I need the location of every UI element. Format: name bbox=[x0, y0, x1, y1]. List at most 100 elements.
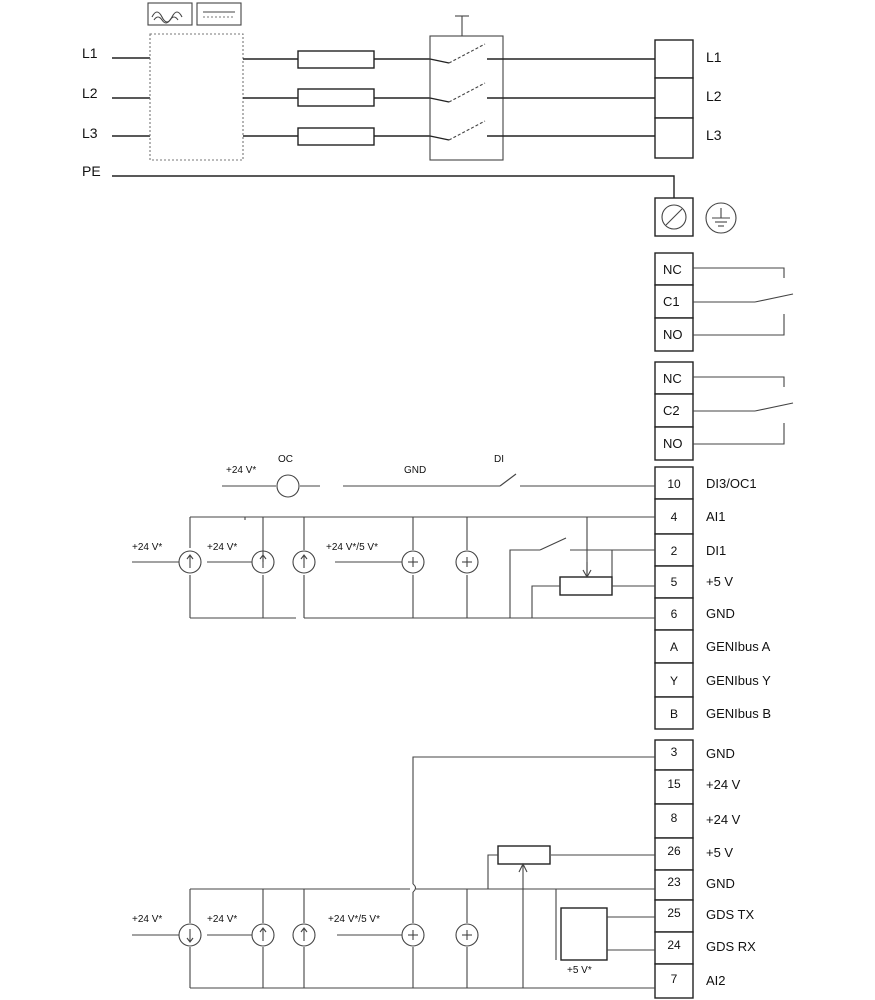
terminal-row: 26 +5 V bbox=[654, 837, 733, 871]
di1-switch bbox=[539, 537, 567, 551]
sensor-voltage-source-3 bbox=[401, 923, 425, 947]
label-v24-a-2: +24 V* bbox=[132, 914, 162, 925]
terminal-number: 15 bbox=[667, 777, 681, 791]
relay2-c: C2 bbox=[663, 403, 680, 418]
label-di: DI bbox=[494, 454, 504, 465]
terminal-name: GDS RX bbox=[706, 939, 756, 954]
terminal-number: 4 bbox=[671, 510, 678, 524]
terminal-row: 3 GND bbox=[654, 739, 735, 771]
terminal-number: 26 bbox=[667, 844, 681, 858]
terminal-name: +24 V bbox=[706, 812, 741, 827]
terminal-number: B bbox=[670, 707, 678, 721]
motor-terminal-l3 bbox=[654, 117, 694, 159]
terminal-name: +5 V bbox=[706, 574, 733, 589]
terminal-number: 10 bbox=[667, 477, 681, 491]
terminal-row: 4 AI1 bbox=[654, 498, 726, 535]
mains-section: L1 L2 L3 PE bbox=[82, 2, 737, 237]
terminal-number: 23 bbox=[667, 875, 681, 889]
terminal-name: GND bbox=[706, 876, 735, 891]
terminal-row: 6 GND bbox=[654, 597, 735, 631]
terminal-row: 2 DI1 bbox=[654, 533, 726, 567]
terminal-block-1: 10 DI3/OC1 4 AI1 2 DI1 5 +5 V 6 GND A GE… bbox=[132, 454, 771, 730]
motor-terminal-l1 bbox=[654, 39, 694, 79]
sensor-current-source-1 bbox=[178, 550, 202, 574]
fuse-l1 bbox=[297, 50, 375, 69]
dc-symbol-icon bbox=[196, 2, 242, 26]
motor-label-l2: L2 bbox=[706, 88, 722, 104]
motor-terminal-l2 bbox=[654, 77, 694, 119]
motor-label-l1: L1 bbox=[706, 49, 722, 65]
terminal-name: DI1 bbox=[706, 543, 726, 558]
terminal-name: DI3/OC1 bbox=[706, 476, 757, 491]
terminal-row: 15 +24 V bbox=[654, 769, 741, 805]
fuse-l2 bbox=[297, 88, 375, 107]
label-v24-oc: +24 V* bbox=[226, 465, 256, 476]
terminal-name: AI1 bbox=[706, 509, 726, 524]
relay-1: NC C1 NO bbox=[654, 252, 794, 352]
terminal-row: 8 +24 V bbox=[654, 803, 741, 839]
relay1-c: C1 bbox=[663, 294, 680, 309]
sine-wave-icon bbox=[147, 2, 193, 26]
terminal-row: A GENIbus A bbox=[654, 629, 771, 664]
terminal-row: 5 +5 V bbox=[654, 565, 733, 599]
sensor-voltage-source-2 bbox=[455, 550, 479, 574]
gds-sensor-box bbox=[560, 907, 608, 961]
earth-clamp-icon bbox=[654, 197, 694, 237]
terminal-number: 6 bbox=[671, 607, 678, 621]
sensor-current-source-6 bbox=[292, 923, 316, 947]
ground-symbol-icon bbox=[705, 202, 737, 234]
terminal-number: Y bbox=[670, 674, 678, 688]
terminal-number: 8 bbox=[671, 811, 678, 825]
terminal-row: 25 GDS TX bbox=[654, 899, 754, 933]
terminal-row: Y GENIbus Y bbox=[654, 662, 771, 698]
pe-wire bbox=[112, 175, 675, 198]
potentiometer-1 bbox=[559, 576, 613, 596]
relay-2: NC C2 NO bbox=[654, 361, 794, 461]
terminal-number: 2 bbox=[671, 544, 678, 558]
terminal-name: GND bbox=[706, 746, 735, 761]
terminal-name: AI2 bbox=[706, 973, 726, 988]
sensor-voltage-source-1 bbox=[401, 550, 425, 574]
sensor-current-source-5 bbox=[251, 923, 275, 947]
terminal-name: GENIbus A bbox=[706, 639, 771, 654]
terminal-number: 7 bbox=[671, 972, 678, 986]
terminal-row: B GENIbus B bbox=[654, 696, 771, 730]
label-v24-5-2: +24 V*/5 V* bbox=[328, 914, 380, 925]
main-switch bbox=[429, 15, 504, 161]
label-v5: +5 V* bbox=[567, 965, 592, 976]
label-v24-b: +24 V* bbox=[207, 542, 237, 553]
terminal-name: +24 V bbox=[706, 777, 741, 792]
sensor-current-source-3 bbox=[292, 550, 316, 574]
terminal-name: +5 V bbox=[706, 845, 733, 860]
terminal-block-2: 3 GND 15 +24 V 8 +24 V 26 +5 V 23 GND 25… bbox=[132, 739, 756, 999]
relay2-nc: NC bbox=[663, 371, 682, 386]
terminal-name: GENIbus B bbox=[706, 706, 771, 721]
label-v24-a: +24 V* bbox=[132, 542, 162, 553]
terminal-number: 24 bbox=[667, 938, 681, 952]
terminal-number: A bbox=[670, 640, 678, 654]
label-v24-5: +24 V*/5 V* bbox=[326, 542, 378, 553]
supply-label-pe: PE bbox=[82, 163, 101, 179]
terminal-name: GDS TX bbox=[706, 907, 754, 922]
oc-load-symbol bbox=[276, 474, 300, 498]
di-switch bbox=[499, 473, 517, 487]
rfi-filter-box bbox=[149, 33, 244, 161]
potentiometer-2 bbox=[497, 845, 551, 865]
terminal-name: GND bbox=[706, 606, 735, 621]
label-gnd: GND bbox=[404, 465, 426, 476]
relay1-no: NO bbox=[663, 327, 683, 342]
sensor-current-source-2 bbox=[251, 550, 275, 574]
terminal-row: 10 DI3/OC1 bbox=[654, 466, 757, 500]
motor-label-l3: L3 bbox=[706, 127, 722, 143]
sensor-current-source-4 bbox=[178, 923, 202, 947]
terminal-row: 24 GDS RX bbox=[654, 931, 756, 965]
relay1-nc: NC bbox=[663, 262, 682, 277]
fuse-l3 bbox=[297, 127, 375, 146]
sensor-voltage-source-4 bbox=[455, 923, 479, 947]
terminal-name: GENIbus Y bbox=[706, 673, 771, 688]
terminal-number: 25 bbox=[667, 906, 681, 920]
terminal-number: 5 bbox=[671, 575, 678, 589]
label-oc: OC bbox=[278, 454, 293, 465]
label-v24-b-2: +24 V* bbox=[207, 914, 237, 925]
